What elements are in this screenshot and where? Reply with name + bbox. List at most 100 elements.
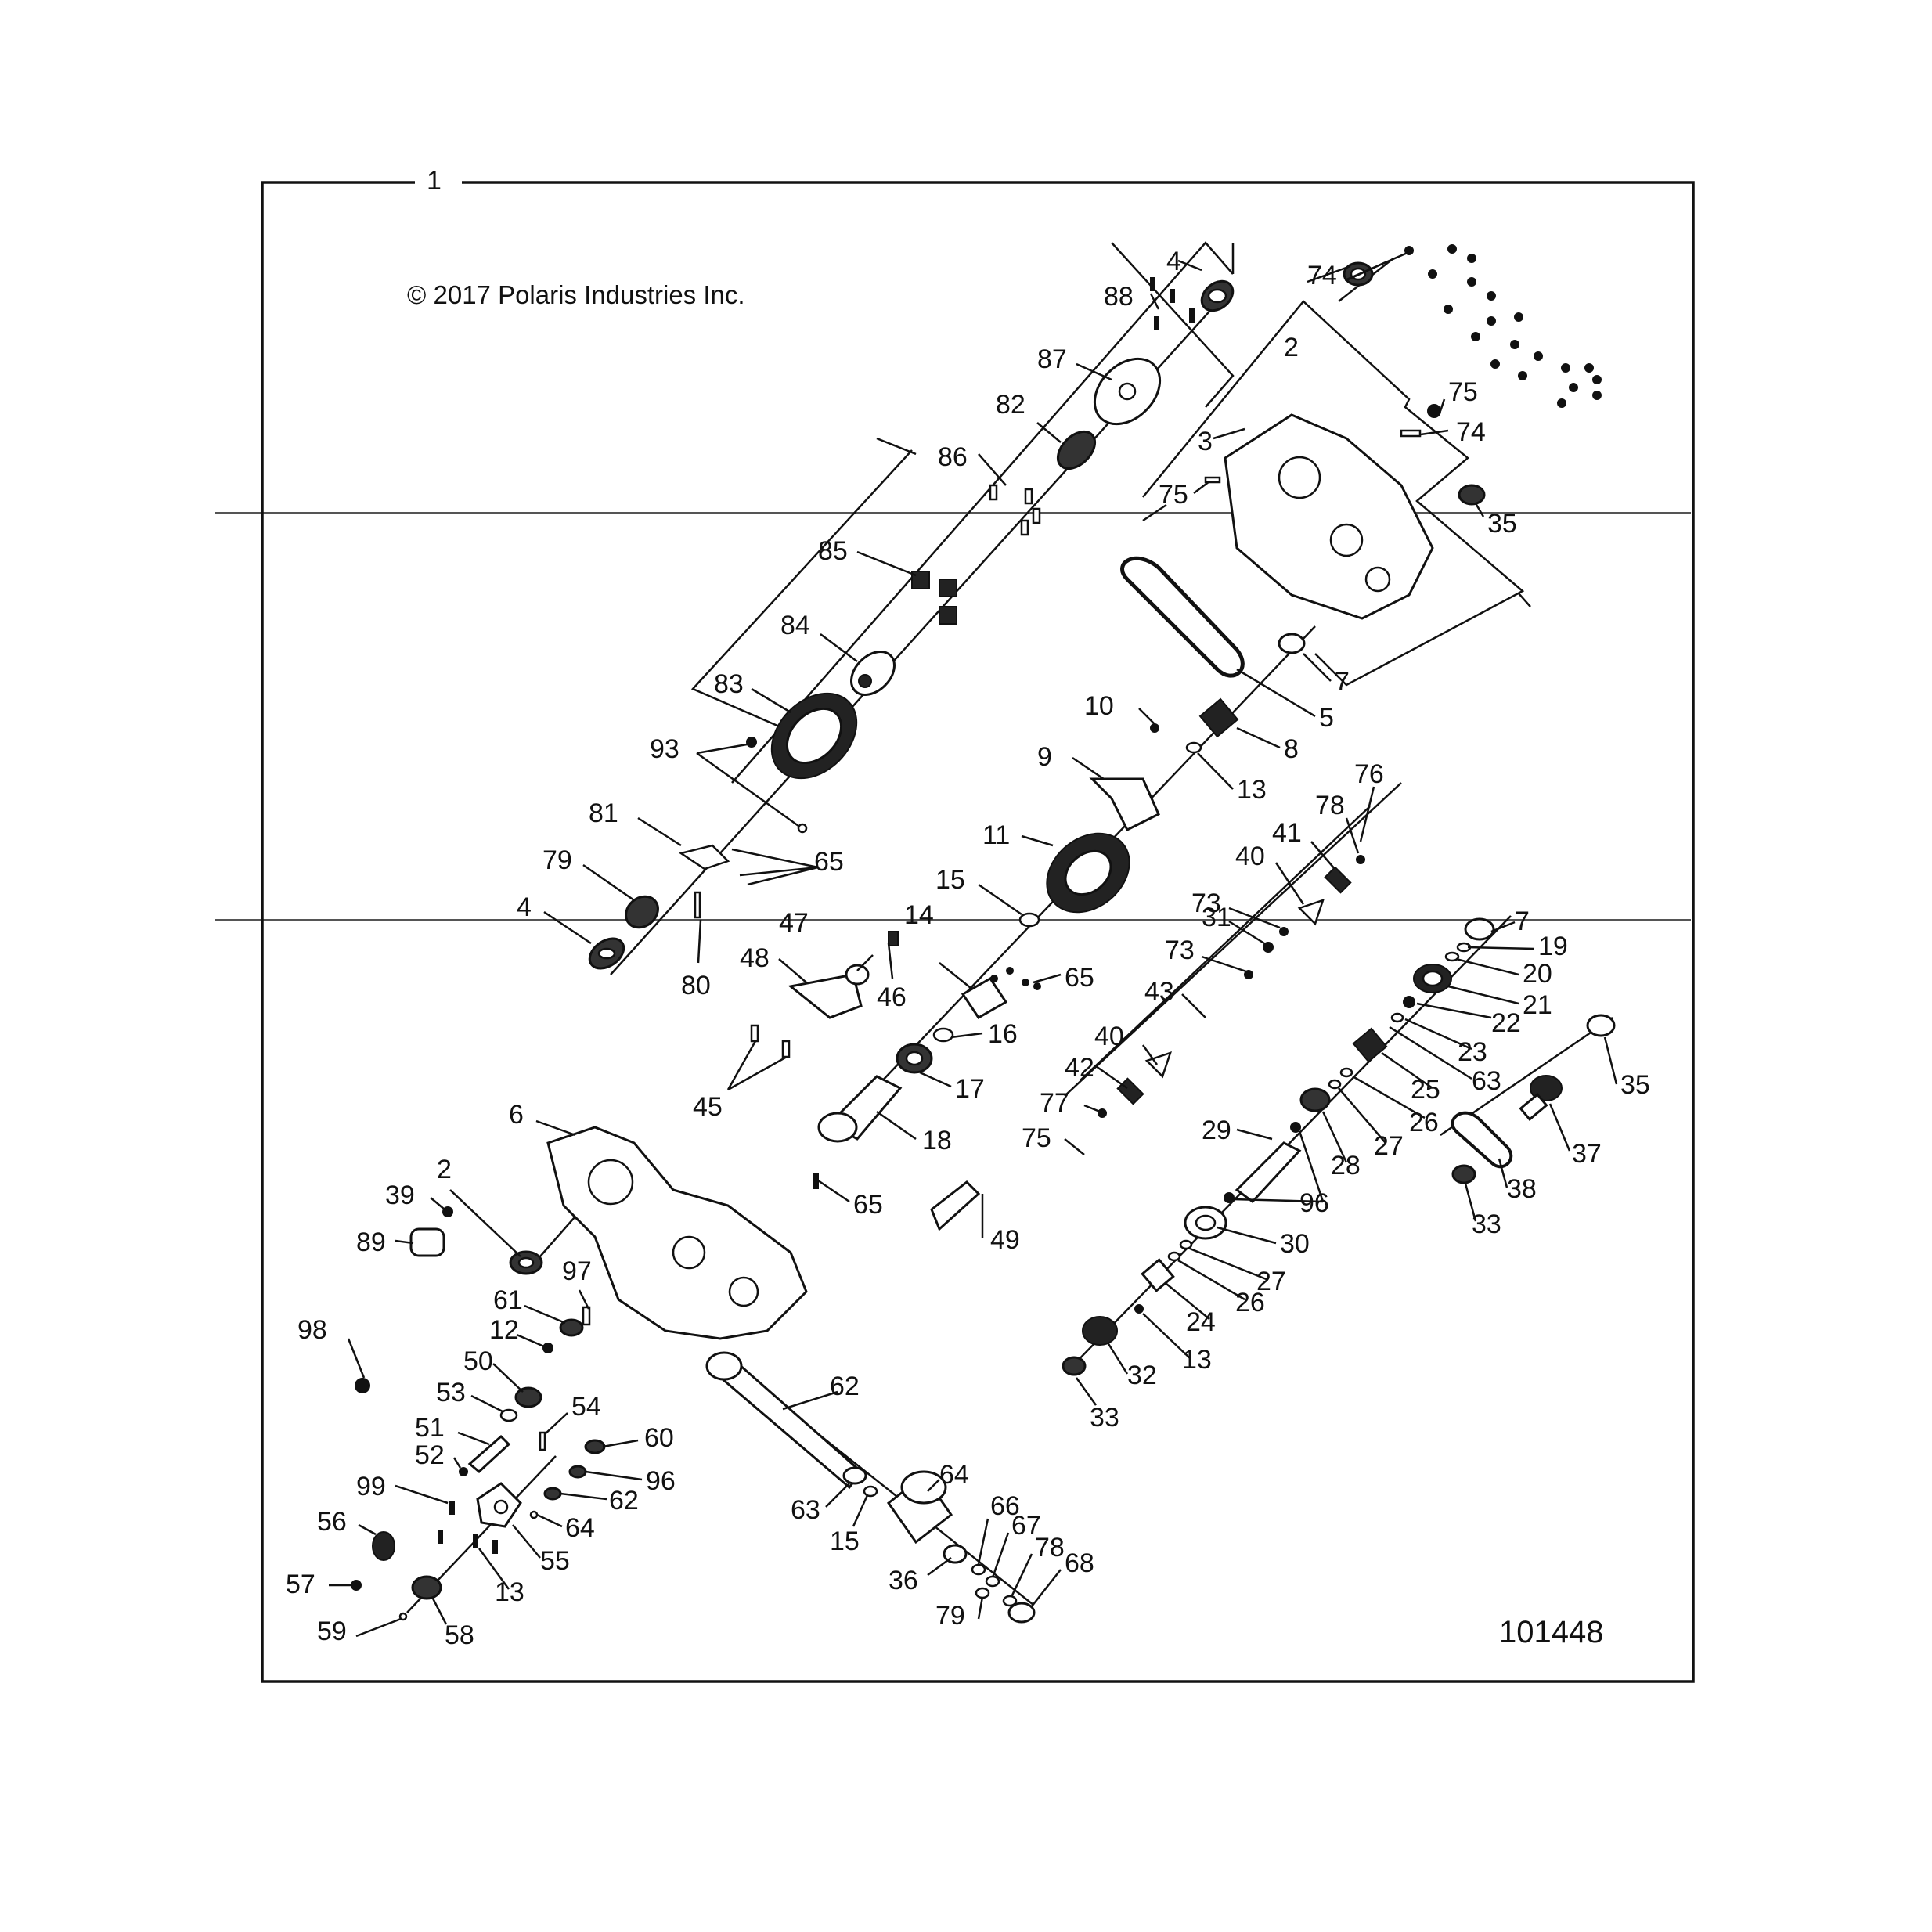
ball-75-upper [1356, 855, 1365, 864]
callout-2-upper: 2 [1284, 333, 1299, 362]
pin-56 [398, 1612, 408, 1621]
seal-68 [1007, 1602, 1036, 1624]
callout-50: 53 [436, 1378, 466, 1408]
callout-74-upper: 76 [1354, 759, 1384, 789]
callout-5: 5 [1319, 703, 1334, 733]
callout-8: 8 [1284, 734, 1299, 764]
callout-12: 13 [1237, 775, 1267, 805]
diagram-frame [261, 181, 1695, 1683]
callout-37: 38 [1507, 1174, 1537, 1204]
callout-46: 49 [990, 1225, 1020, 1255]
bearing-55 [411, 1575, 442, 1600]
callout-26-lower: 26 [1235, 1288, 1265, 1317]
callout-10: 10 [1084, 691, 1114, 721]
gear-36 [1519, 1075, 1563, 1122]
callout-65-upper: 65 [814, 847, 844, 877]
callout-76: 78 [1035, 1533, 1065, 1563]
callout-23: 23 [1458, 1037, 1487, 1067]
pin-51 [539, 1431, 546, 1451]
callout-60: 64 [565, 1513, 595, 1543]
callout-87: 88 [1104, 282, 1134, 312]
ball-75-lower [1098, 1108, 1107, 1118]
cover-3 [1224, 413, 1434, 620]
gear-32 [1082, 1316, 1118, 1346]
gear-30 [1184, 1206, 1227, 1240]
assembly-bracket-98 [1142, 300, 1525, 687]
shaft-48 [467, 1434, 511, 1473]
bolt-13-left [542, 1343, 553, 1353]
plug-34 [1458, 484, 1486, 506]
callout-4-lower: 4 [517, 892, 532, 922]
bearing-7-right [1464, 917, 1495, 941]
leader-lines [329, 251, 1618, 1638]
figure-number: 101448 [1499, 1615, 1603, 1649]
callout-47: 50 [463, 1346, 493, 1376]
callout-13-right: 13 [1182, 1345, 1212, 1375]
hub-24 [1141, 1258, 1175, 1292]
callout-16: 16 [988, 1019, 1018, 1049]
washer-15 [1018, 912, 1040, 928]
callout-83: 84 [780, 611, 810, 640]
callout-77: 79 [935, 1601, 965, 1631]
gear-28 [1299, 1087, 1331, 1112]
callout-57: 60 [644, 1423, 674, 1453]
bearing-33-right [1451, 1164, 1476, 1184]
callout-88: 89 [356, 1227, 386, 1257]
washer-50 [499, 1408, 518, 1422]
plug-97 [355, 1378, 370, 1393]
callout-80: 81 [589, 798, 618, 828]
ball-49 [459, 1467, 468, 1476]
callout-41: 43 [1144, 977, 1174, 1007]
callout-11: 11 [982, 820, 1010, 850]
frame-label: 1 [427, 166, 442, 196]
callout-15-lower: 15 [830, 1526, 860, 1556]
callout-34: 35 [1487, 509, 1517, 539]
hub-83 [850, 651, 896, 696]
callout-20: 20 [1523, 959, 1552, 989]
callout-63: 63 [1472, 1066, 1501, 1096]
pin-60 [529, 1510, 539, 1519]
bolts-13-lower [438, 1530, 498, 1554]
callout-15-upper: 15 [935, 865, 965, 895]
seal-4-lower [588, 937, 625, 970]
callout-22: 22 [1491, 1008, 1521, 1038]
copyright-notice: © 2017 Polaris Industries Inc. [407, 280, 745, 309]
callout-97: 98 [297, 1315, 327, 1345]
collar-64 [886, 1470, 953, 1545]
callout-27-lower: 27 [1256, 1267, 1286, 1296]
ring-77 [975, 1587, 990, 1599]
spring-40-lower [1116, 1077, 1144, 1105]
callout-65-lower: 65 [853, 1190, 883, 1220]
callout-38: 39 [385, 1180, 415, 1210]
callout-40-upper: 41 [1272, 818, 1302, 848]
bearing-7-upper [1278, 633, 1306, 654]
callout-13-left: 12 [489, 1315, 519, 1345]
seal-2-lower [509, 1250, 543, 1275]
detent-39-upper [1297, 899, 1325, 926]
callout-66: 66 [990, 1491, 1020, 1521]
callout-64: 64 [939, 1460, 969, 1490]
callout-26-upper: 26 [1409, 1108, 1439, 1137]
callout-73-lower: 73 [1165, 935, 1195, 965]
gear-82 [770, 692, 858, 780]
callout-36: 37 [1572, 1139, 1602, 1169]
callout-62: 63 [791, 1495, 820, 1525]
bearing-78 [625, 895, 659, 929]
spring-40-upper [1324, 866, 1352, 894]
ring-26-lower [1167, 1251, 1181, 1262]
bolt-43 [888, 931, 899, 946]
bracket-14 [961, 977, 1008, 1019]
shaft-18 [817, 1075, 903, 1143]
callout-7-upper: 7 [1335, 667, 1350, 697]
gear-21 [1413, 964, 1452, 993]
ring-27-lower [1179, 1239, 1193, 1250]
bracket-80 [678, 844, 730, 870]
callout-95: 97 [562, 1256, 592, 1286]
oring-16 [932, 1027, 954, 1043]
washer-20 [1444, 951, 1460, 962]
bearing-62 [842, 1466, 867, 1485]
pin-71 [1204, 476, 1221, 484]
housing-52 [476, 1482, 522, 1528]
fork-45 [788, 973, 863, 1019]
callout-13-lower: 13 [495, 1577, 524, 1607]
